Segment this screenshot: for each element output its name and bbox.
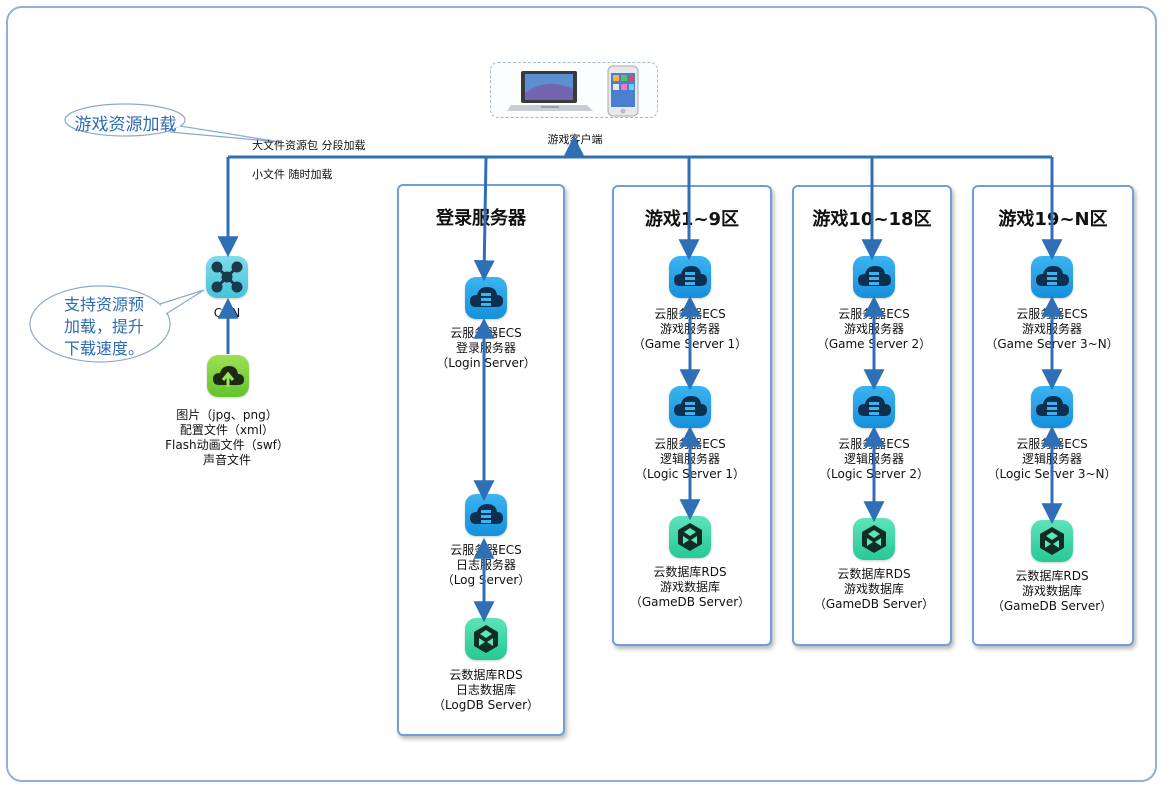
panel-title: 游戏1~9区	[644, 209, 740, 230]
server-node-label-line: 游戏服务器	[843, 322, 904, 336]
panel-title: 游戏10~18区	[812, 209, 932, 230]
server-node-label-line: 逻辑服务器	[659, 452, 720, 466]
server-node-label-line: 游戏服务器	[659, 322, 720, 336]
server-node-label-line: 日志数据库	[455, 683, 516, 697]
server-node-label-line: 云服务器ECS	[450, 326, 522, 340]
server-node-label-line: 云数据库RDS	[653, 565, 727, 579]
database-hexagon-icon	[669, 516, 711, 558]
callout-preload-bubble	[29, 285, 205, 363]
server-node-label-line: 云服务器ECS	[1016, 307, 1088, 321]
cloud-server-icon	[669, 256, 711, 298]
callout-resource-loading-bubble	[64, 103, 281, 143]
cdn-label: CDN	[213, 306, 241, 320]
resource-item: 图片（jpg、png）	[176, 408, 278, 422]
callout-preload-line: 支持资源预	[63, 295, 144, 314]
resource-item: Flash动画文件（swf）	[165, 438, 289, 452]
server-node-label-line: 云服务器ECS	[654, 437, 726, 451]
cloud-server-icon	[1031, 386, 1073, 428]
server-node-label-line: 游戏服务器	[1021, 322, 1082, 336]
server-node-label-line: 游戏数据库	[659, 580, 720, 594]
server-node-label-line: （LogDB Server）	[432, 698, 540, 712]
panel-title: 登录服务器	[436, 208, 526, 229]
database-hexagon-icon	[1031, 520, 1073, 562]
upload-cloud-icon	[207, 355, 249, 397]
note-large-files: 大文件资源包 分段加载	[252, 139, 366, 152]
server-node-label-line: 云服务器ECS	[654, 307, 726, 321]
server-node-label-line: 云服务器ECS	[1016, 437, 1088, 451]
cloud-server-icon	[669, 386, 711, 428]
server-node-label-line: （Login Server）	[436, 356, 536, 370]
phone-icon	[607, 65, 639, 117]
server-node-label-line: 云服务器ECS	[838, 307, 910, 321]
panel-title: 游戏19~N区	[998, 209, 1108, 230]
cdn-network-hub-icon	[206, 256, 248, 298]
server-node-label-line: 云数据库RDS	[1015, 569, 1089, 583]
callout-preload-line: 下载速度。	[63, 339, 144, 358]
server-node-label-line: 游戏数据库	[1021, 584, 1082, 598]
server-node-label-line: （GameDB Server）	[991, 599, 1113, 613]
server-node-label-line: 云服务器ECS	[450, 543, 522, 557]
cloud-server-icon	[853, 386, 895, 428]
client-device-box	[490, 62, 658, 118]
cloud-server-icon	[1031, 256, 1073, 298]
server-node-label-line: （Logic Server 1）	[635, 467, 745, 481]
server-node-label-line: （Game Server 1）	[632, 337, 748, 351]
server-node-label-line: （Logic Server 2）	[819, 467, 929, 481]
server-node-label-line: 日志服务器	[455, 558, 516, 572]
server-node-label-line: 云数据库RDS	[837, 567, 911, 581]
cdn-resource-list: 图片（jpg、png） 配置文件（xml） Flash动画文件（swf） 声音文…	[137, 408, 317, 468]
database-hexagon-icon	[465, 618, 507, 660]
server-node-label-line: （Log Server）	[441, 573, 531, 587]
resource-item: 声音文件	[202, 453, 251, 467]
server-node-label-line: （GameDB Server）	[813, 597, 935, 611]
server-node-label-line: 登录服务器	[455, 341, 516, 355]
server-node-label-line: （GameDB Server）	[629, 595, 751, 609]
server-node-label-line: （Game Server 3~N）	[985, 337, 1119, 351]
cloud-server-icon	[465, 494, 507, 536]
callout-resource-loading: 游戏资源加载	[74, 115, 177, 135]
server-node-label-line: （Logic Server 3~N）	[987, 467, 1117, 481]
server-node-label-line: 云数据库RDS	[449, 668, 523, 682]
server-node-label-line: 逻辑服务器	[1021, 452, 1082, 466]
server-node-label-line: 逻辑服务器	[843, 452, 904, 466]
server-node-label-line: 云服务器ECS	[838, 437, 910, 451]
client-label: 游戏客户端	[547, 133, 603, 146]
resource-item: 配置文件（xml）	[179, 423, 275, 437]
cloud-server-icon	[853, 256, 895, 298]
callout-preload: 支持资源预 加载，提升 下载速度。	[44, 294, 164, 360]
diagram-frame	[6, 6, 1157, 782]
server-node-label-line: 游戏数据库	[843, 582, 904, 596]
note-small-files: 小文件 随时加载	[252, 168, 333, 181]
database-hexagon-icon	[853, 518, 895, 560]
cloud-server-icon	[465, 277, 507, 319]
laptop-icon	[507, 71, 593, 111]
callout-preload-line: 加载，提升	[63, 317, 144, 336]
server-node-label-line: （Game Server 2）	[816, 337, 932, 351]
